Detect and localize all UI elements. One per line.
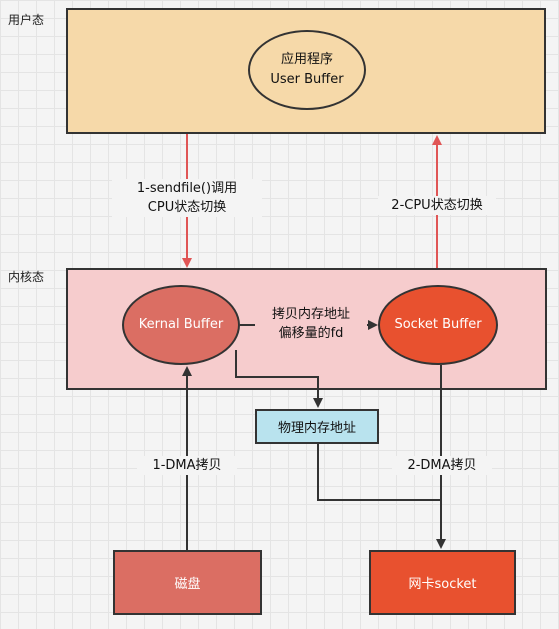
physical-to-nic-connector <box>317 444 441 501</box>
kernel-buffer: Kernal Buffer <box>122 285 240 365</box>
copy-fd-line2: 偏移量的fd <box>278 326 344 341</box>
disk-label: 磁盘 <box>174 577 201 592</box>
application-user-buffer: 应用程序 User Buffer <box>248 30 366 110</box>
disk-box: 磁盘 <box>113 550 262 615</box>
dma-copy-out-label: 2-DMA拷贝 <box>392 456 492 475</box>
sendfile-line1: 1-sendfile()调用 <box>136 181 238 196</box>
physical-memory-box: 物理内存地址 <box>255 409 379 444</box>
physical-memory-label: 物理内存地址 <box>277 421 356 436</box>
nic-socket-box: 网卡socket <box>369 550 516 615</box>
kernel-buffer-label: Kernal Buffer <box>138 317 224 332</box>
copy-fd-label: 拷贝内存地址 偏移量的fd <box>255 305 367 343</box>
kernel-to-physical-arrow <box>235 350 323 408</box>
dma-copy-in-label: 1-DMA拷贝 <box>137 456 237 475</box>
socket-buffer-label: Socket Buffer <box>394 317 482 332</box>
application-label: 应用程序 <box>280 52 333 67</box>
socket-buffer: Socket Buffer <box>378 285 498 365</box>
sendfile-line2: CPU状态切换 <box>147 200 227 215</box>
kernel-space-label: 内核态 <box>8 270 45 284</box>
user-space-label: 用户态 <box>8 13 45 27</box>
copy-fd-line1: 拷贝内存地址 <box>271 307 350 322</box>
user-buffer-label: User Buffer <box>270 72 344 87</box>
sendfile-step-label: 1-sendfile()调用 CPU状态切换 <box>112 179 262 217</box>
cpu-switch-step-label: 2-CPU状态切换 <box>378 196 496 215</box>
nic-socket-label: 网卡socket <box>408 577 477 592</box>
